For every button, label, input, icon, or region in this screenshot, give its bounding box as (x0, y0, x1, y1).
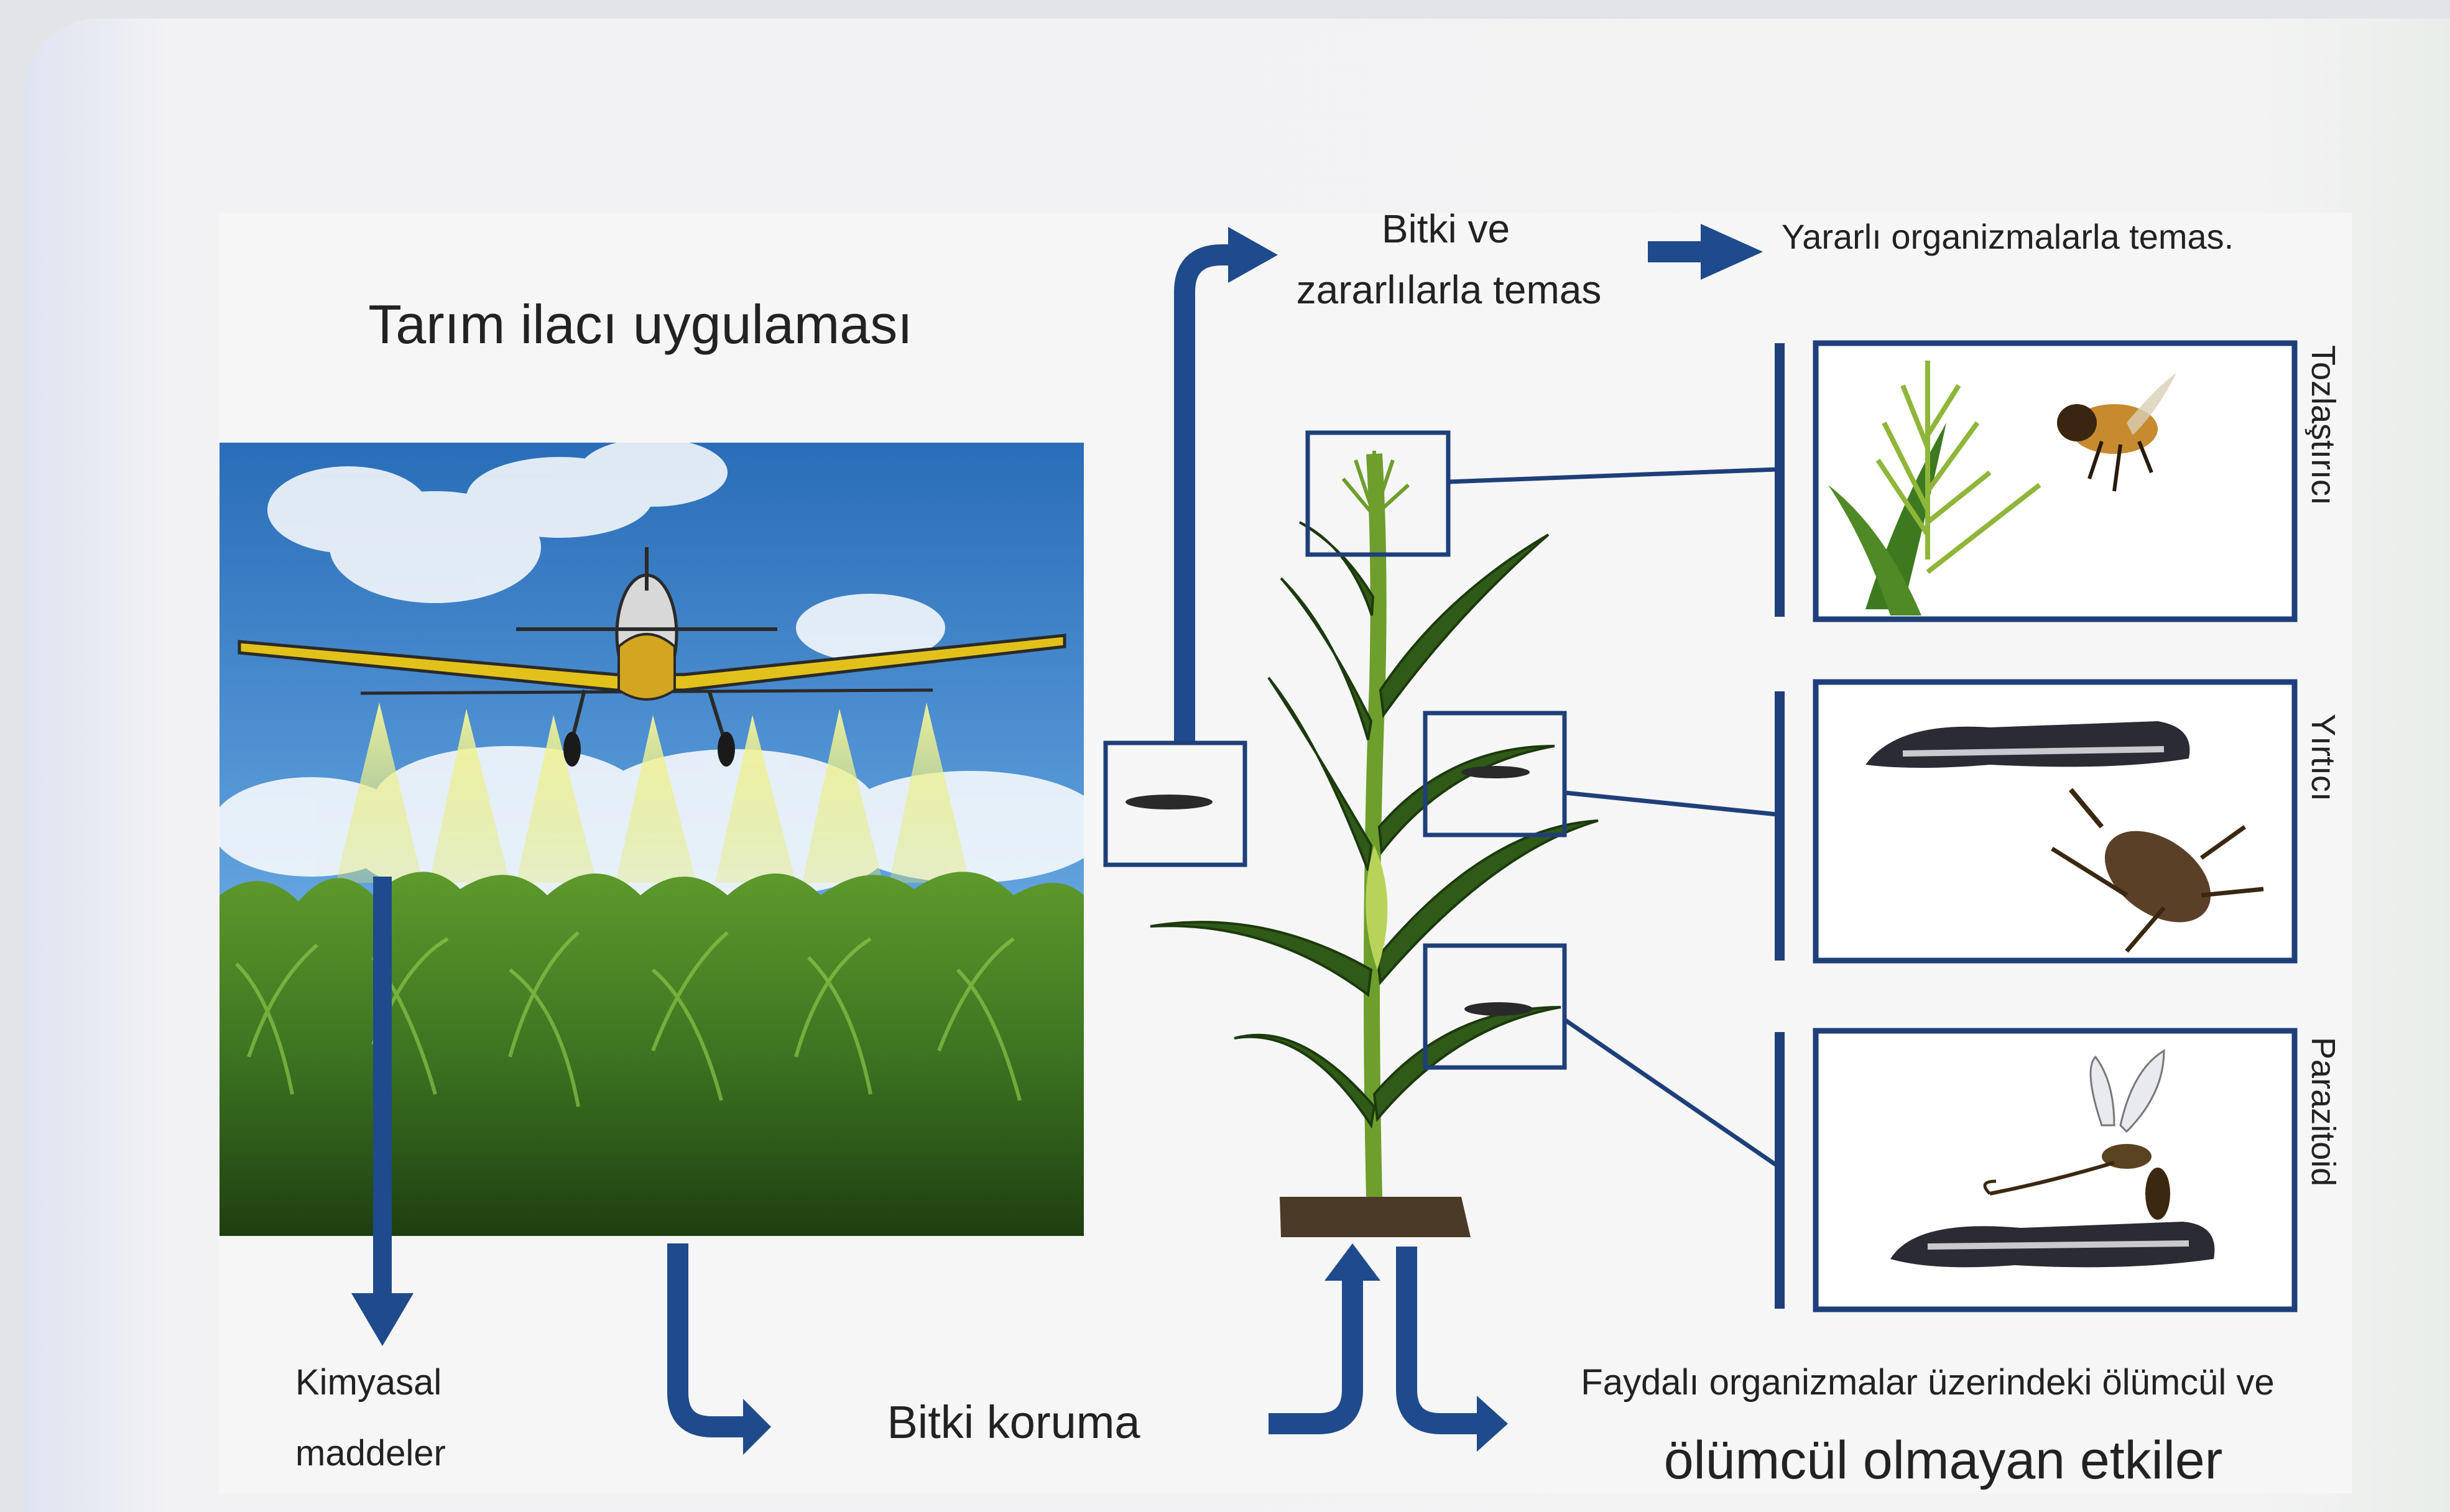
chemicals-label-1: Kimyasal (295, 1362, 441, 1403)
flow-arrows (373, 241, 1704, 1437)
contact-plant-label-2: zararlılarla temas (1297, 267, 1602, 312)
contact-beneficial-label: Yararlı organizmalarla temas. (1782, 217, 2234, 256)
caterpillar-icon (1126, 766, 1533, 1016)
contact-arrow (1174, 244, 1234, 743)
stink-bug-icon (1865, 721, 2264, 953)
parasitoid-box (1813, 1028, 2298, 1312)
soil-base (1280, 1197, 1471, 1237)
leaf-pest-callout (1103, 740, 1247, 867)
predator-box (1813, 679, 2298, 964)
corn-field (220, 872, 1084, 1236)
tassel-callout (1305, 430, 1451, 557)
aerial-spraying-photo (220, 443, 1084, 1236)
wasp-icon (1890, 1049, 2215, 1268)
effects-arrow (1396, 1247, 1477, 1434)
crop-duster-airplane (238, 547, 1066, 767)
plant-protection-label: Bitki koruma (887, 1396, 1140, 1448)
predator-label: Yırtıcı (2304, 714, 2342, 801)
arrow-heads (351, 224, 1763, 1455)
corn-plant (1150, 451, 1599, 1237)
lower-leaf-callout (1423, 943, 1567, 1070)
bee-icon (1828, 361, 2176, 615)
plant-up-arrow (1269, 1278, 1363, 1434)
plant-protection-arrow (667, 1243, 743, 1437)
chemicals-label-2: maddeler (295, 1433, 446, 1473)
contact-plant-label-1: Bitki ve (1382, 206, 1510, 251)
parasitoid-label: Parazitoid (2304, 1037, 2342, 1186)
plant-callouts (1103, 430, 1778, 1168)
pollinator-label: Tozlaştırıcı (2304, 345, 2342, 505)
stem-pest-callout (1423, 711, 1567, 837)
spray-cones (336, 703, 970, 883)
effects-label-1: Faydalı organizmalar üzerindeki ölümcül … (1581, 1362, 2274, 1403)
organism-boxes (1813, 340, 2298, 1312)
effects-label-2: ölümcül olmayan etkiler (1664, 1431, 2223, 1490)
diagram-title: Tarım ilacı uygulaması (368, 293, 912, 355)
